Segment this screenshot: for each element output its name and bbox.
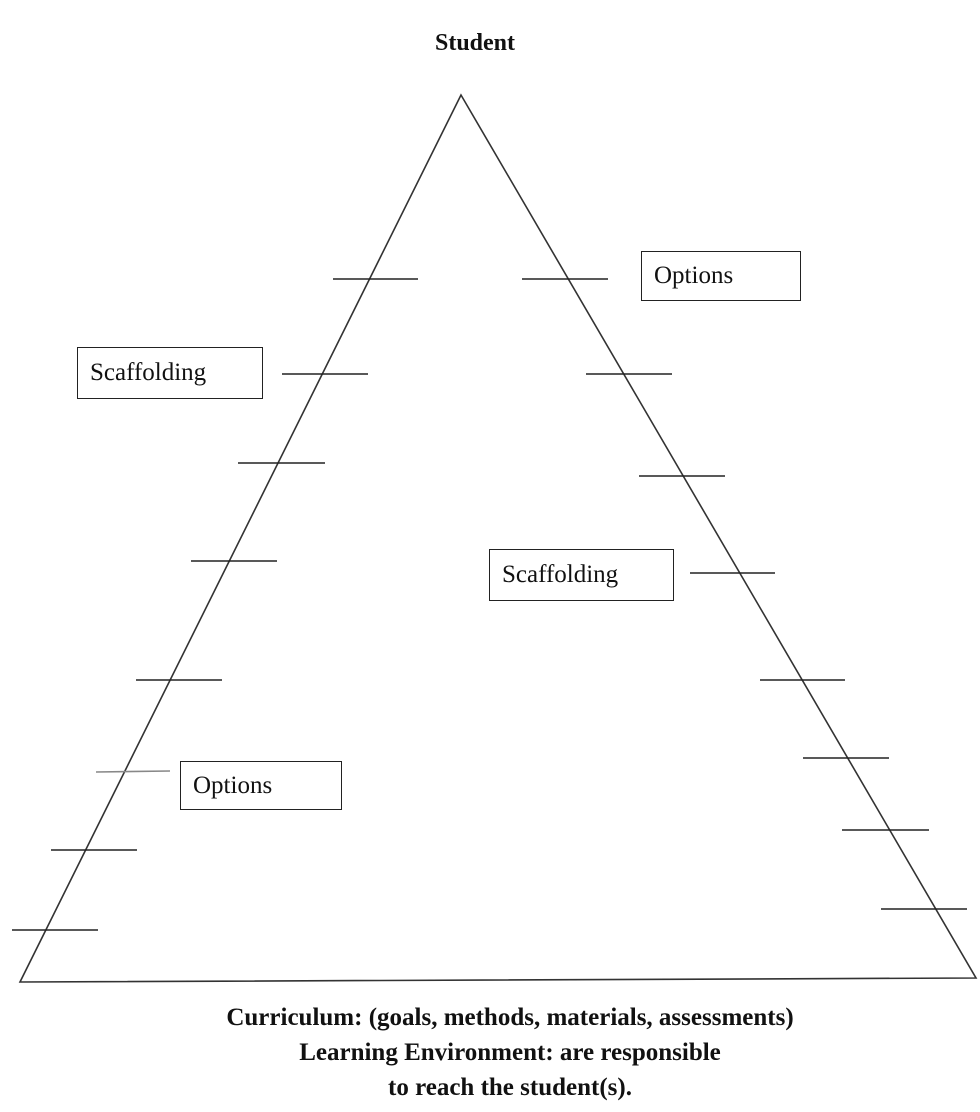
caption-line-3: to reach the student(s). — [388, 1074, 632, 1101]
options-box-bottom-left: Options — [180, 761, 342, 810]
tick — [95, 770, 171, 773]
left-ticks — [12, 278, 418, 931]
scaffolding-box-left: Scaffolding — [77, 347, 263, 399]
apex-label-student: Student — [434, 30, 516, 56]
caption-line-1: Curriculum: (goals, methods, materials, … — [226, 1004, 794, 1031]
scaffolding-box-right: Scaffolding — [489, 549, 674, 601]
right-ticks — [522, 278, 967, 910]
options-box-top-right: Options — [641, 251, 801, 301]
caption-line-2: Learning Environment: are responsible — [299, 1039, 721, 1066]
caption: Curriculum: (goals, methods, materials, … — [0, 1000, 980, 1105]
triangle — [18, 93, 978, 983]
